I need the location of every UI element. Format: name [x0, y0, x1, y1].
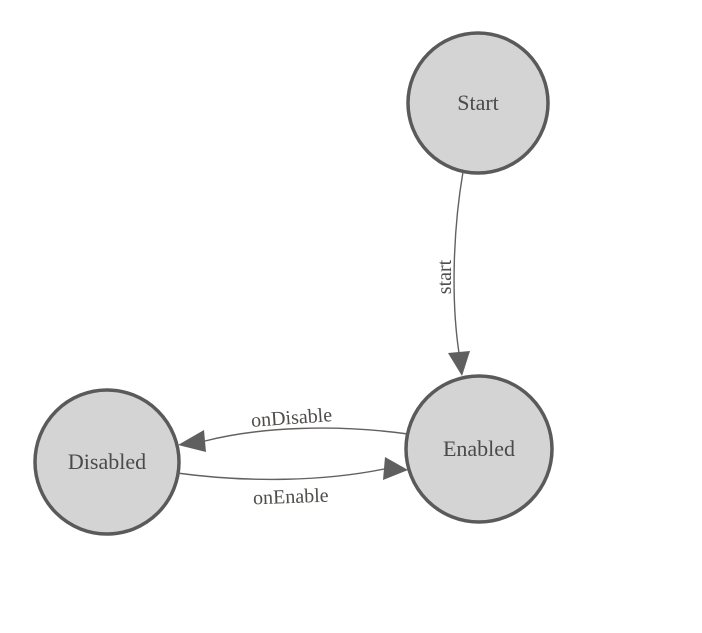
node-enabled[interactable]: Enabled: [404, 374, 554, 524]
edge-enabled-to-disabled-line[interactable]: [204, 427, 409, 442]
node-start[interactable]: Start: [406, 31, 550, 175]
arrowhead-left-icon: [178, 430, 206, 452]
edge-start-to-enabled-line[interactable]: [453, 171, 464, 354]
edge-disabled-to-enabled[interactable]: onEnable: [176, 457, 408, 510]
edge-disabled-to-enabled-label: onEnable: [253, 485, 329, 510]
edge-start-to-enabled-label: start: [434, 259, 456, 294]
edge-disabled-to-enabled-line[interactable]: [176, 468, 385, 481]
node-disabled-circle[interactable]: [33, 388, 181, 536]
node-start-label: Start: [457, 90, 499, 115]
node-disabled-label: Disabled: [68, 449, 146, 474]
arrowhead-down-icon: [448, 351, 470, 376]
node-enabled-label: Enabled: [443, 436, 515, 461]
node-enabled-circle[interactable]: [404, 374, 554, 524]
arrowhead-right-icon: [383, 457, 408, 480]
node-start-circle[interactable]: [406, 31, 550, 175]
node-disabled[interactable]: Disabled: [33, 388, 181, 536]
edge-enabled-to-disabled[interactable]: onDisable: [178, 404, 409, 452]
edge-start-to-enabled[interactable]: start: [434, 171, 470, 376]
